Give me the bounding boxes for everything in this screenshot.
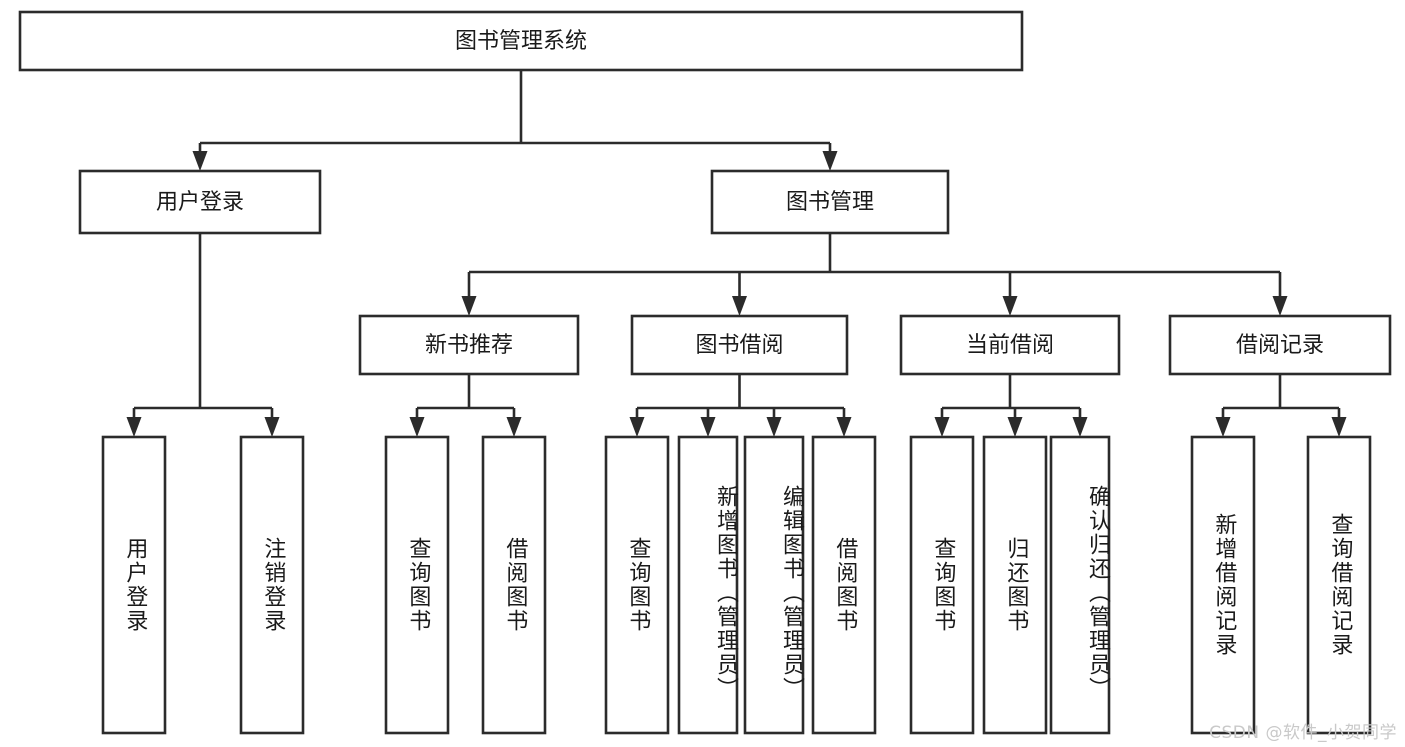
current-borrow-to-leaves-branch-0-arrowhead <box>934 417 950 437</box>
node-book-borrow[interactable] <box>630 314 849 376</box>
node-title-label: 图书管理系统 <box>455 29 587 54</box>
node-book-borrow-label: 图书借阅 <box>695 333 783 358</box>
book-borrow-to-leaves-branch-2-arrowhead <box>766 417 782 437</box>
node-leaf-logout[interactable] <box>239 435 305 735</box>
bookmanage-to-level3-branch-2-arrowhead <box>1002 296 1018 316</box>
bookmanage-to-level3-branch-3-arrowhead <box>1272 296 1288 316</box>
book-borrow-to-leaves-branch-0-arrowhead <box>629 417 645 437</box>
node-borrow-record[interactable] <box>1168 314 1392 376</box>
node-title[interactable] <box>18 10 1024 72</box>
node-user-login[interactable] <box>78 169 322 235</box>
node-new-book-recommend[interactable] <box>358 314 580 376</box>
node-borrow-record-label: 借阅记录 <box>1236 333 1324 358</box>
node-leaf-query-book-rec[interactable] <box>384 435 450 735</box>
book-borrow-to-leaves-branch-1-arrowhead <box>700 417 716 437</box>
node-leaf-query-book-borrow[interactable] <box>604 435 670 735</box>
node-book-manage-label: 图书管理 <box>786 190 874 215</box>
node-user-login-label: 用户登录 <box>156 190 244 215</box>
current-borrow-to-leaves-branch-1-arrowhead <box>1007 417 1023 437</box>
book-borrow-to-leaves-branch-3-arrowhead <box>836 417 852 437</box>
node-boxes <box>18 10 1392 735</box>
node-current-borrow-label: 当前借阅 <box>966 333 1054 358</box>
borrow-record-to-leaves-branch-1-arrowhead <box>1331 417 1347 437</box>
node-leaf-add-book-admin[interactable] <box>677 435 739 735</box>
title-to-level2-branch-0-arrowhead <box>192 151 208 171</box>
node-leaf-user-login[interactable] <box>101 435 167 735</box>
node-leaf-query-borrow-record[interactable] <box>1306 435 1372 735</box>
title-to-level2-branch-1-arrowhead <box>822 151 838 171</box>
node-book-manage[interactable] <box>710 169 950 235</box>
new-book-recommend-to-leaves-branch-1-arrowhead <box>506 417 522 437</box>
node-leaf-return-book[interactable] <box>982 435 1048 735</box>
bookmanage-to-level3-branch-0-arrowhead <box>461 296 477 316</box>
node-new-book-recommend-label: 新书推荐 <box>425 333 513 358</box>
node-leaf-add-borrow-record[interactable] <box>1190 435 1256 735</box>
node-leaf-confirm-return-admin[interactable] <box>1049 435 1111 735</box>
node-leaf-borrow-book-rec[interactable] <box>481 435 547 735</box>
new-book-recommend-to-leaves-branch-0-arrowhead <box>409 417 425 437</box>
bookmanage-to-level3-branch-1-arrowhead <box>732 296 747 316</box>
user-login-to-leaves-branch-1-arrowhead <box>264 417 280 437</box>
current-borrow-to-leaves-branch-2-arrowhead <box>1072 417 1088 437</box>
node-leaf-edit-book-admin[interactable] <box>743 435 805 735</box>
watermark-credit: CSDN @软件_小贺同学 <box>1209 723 1397 743</box>
user-login-to-leaves-branch-0-arrowhead <box>126 417 142 437</box>
connector-lines <box>126 70 1347 437</box>
node-leaf-borrow-book[interactable] <box>811 435 877 735</box>
node-leaf-query-book-cur[interactable] <box>909 435 975 735</box>
borrow-record-to-leaves-branch-0-arrowhead <box>1215 417 1231 437</box>
node-current-borrow[interactable] <box>899 314 1121 376</box>
